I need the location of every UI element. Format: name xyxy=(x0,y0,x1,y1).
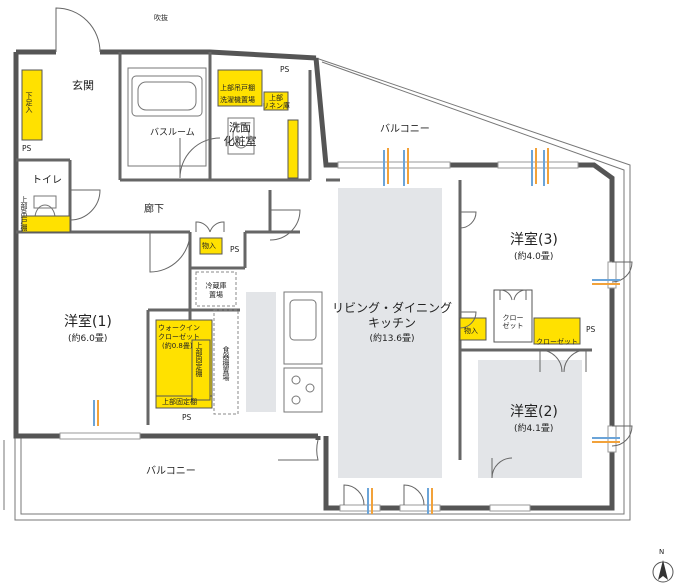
jobu-tsuritodana-label: 上部吊戸棚 xyxy=(220,84,255,92)
balcony-outline-east xyxy=(315,57,631,521)
monoire-ldk-label: 物入 xyxy=(464,327,478,335)
jobu-linen-label-line2: リネン庫 xyxy=(262,102,290,110)
north-label: N xyxy=(659,548,665,556)
youshitsu2-floor-area xyxy=(478,360,582,478)
wic-label-line1: ウォークイン xyxy=(158,324,200,332)
rouka-label: 廊下 xyxy=(144,204,164,215)
youshitsu1-name: 洋室(1) xyxy=(64,314,112,330)
closet-doors-box xyxy=(493,289,533,343)
fridge-space xyxy=(195,271,237,307)
stove xyxy=(283,367,323,413)
closet-label-line2: ゼット xyxy=(502,322,524,330)
ps-label-entrance: PS xyxy=(22,144,32,153)
jobu-tsuritodana-toilet-label: 上部吊戸棚 xyxy=(20,196,29,231)
geta-ire-label: 下足入 xyxy=(25,92,34,113)
monoire-hall-label: 物入 xyxy=(202,242,216,250)
fukinuke-label: 吹抜 xyxy=(154,14,168,22)
washbasin xyxy=(227,117,255,155)
ps-label-youshitsu1: PS xyxy=(182,413,192,422)
storage-areas xyxy=(21,69,581,409)
ps-label-hall: PS xyxy=(230,245,240,254)
bathtub xyxy=(127,67,207,167)
ps-label-youshitsu2: PS xyxy=(586,325,596,334)
dining-counter-area xyxy=(246,292,276,412)
senmen-label-line1: 洗面 xyxy=(229,121,251,134)
balcony-outline-south xyxy=(3,435,318,521)
shokki-label: 食器棚置場 xyxy=(222,346,231,381)
reizouko-label-line2: 置場 xyxy=(209,291,223,299)
toilet-label: トイレ xyxy=(32,175,62,186)
closet-label-line1: クロー xyxy=(502,314,524,322)
youshitsu1-size: (約6.0畳) xyxy=(68,334,108,344)
youshitsu2-size: (約4.1畳) xyxy=(514,424,554,434)
jobu-koteidana-wic-vertical: 上部固定棚 xyxy=(195,342,204,377)
balcony-east-label: バルコニー xyxy=(380,124,430,135)
jobu-linen-label-line1: 上部 xyxy=(269,94,283,102)
youshitsu3-size: (約4.0畳) xyxy=(514,252,554,262)
ldk-floor-area xyxy=(338,188,442,478)
reizouko-label-line1: 冷蔵庫 xyxy=(205,282,227,290)
bathroom-label: バスルーム xyxy=(150,128,195,138)
air-vents xyxy=(93,148,620,514)
wic-label-line2: クローゼット xyxy=(158,333,200,341)
ldk-label-line2: キッチン xyxy=(367,316,417,330)
ps-label-bath: PS xyxy=(280,65,290,74)
kitchen-sink xyxy=(283,291,323,365)
jobu-koteidana-wic-label: 上部固定棚 xyxy=(162,398,197,406)
closet-youshitsu2-label: クローゼット xyxy=(536,338,578,346)
genkan-label: 玄関 xyxy=(72,79,94,92)
sentakuki-label: 洗濯機置場 xyxy=(220,96,255,104)
senmen-label-line2: 化粧室 xyxy=(223,135,257,148)
youshitsu2-name: 洋室(2) xyxy=(510,404,558,420)
wic-label-line3: (約0.8畳) xyxy=(162,342,193,350)
door-swings xyxy=(55,7,633,506)
youshitsu3-name: 洋室(3) xyxy=(510,232,558,248)
ldk-size: (約13.6畳) xyxy=(369,334,415,344)
balcony-south-label: バルコニー xyxy=(146,466,196,477)
ldk-label-line1: リビング・ダイニング xyxy=(331,301,453,315)
north-arrow-icon xyxy=(652,560,674,583)
dish-cabinet-space xyxy=(213,309,239,415)
